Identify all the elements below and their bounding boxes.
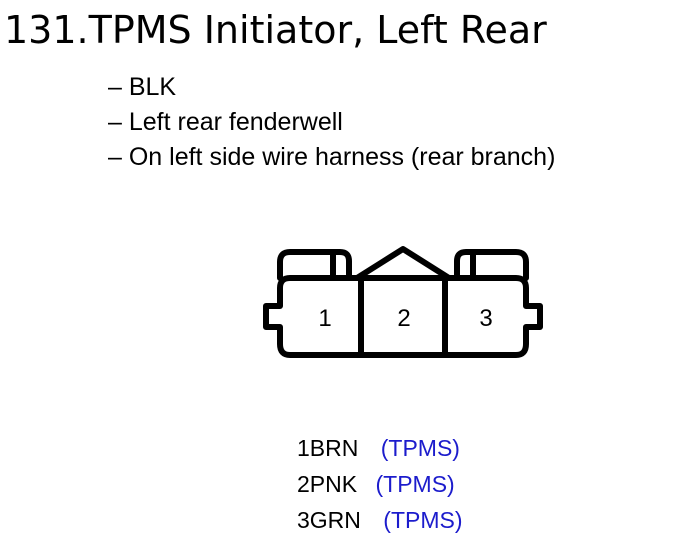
connector-housing-outline (263, 275, 543, 358)
terminal-1-label: 1 (318, 305, 331, 332)
connector-routing: – On left side wire harness (rear branch… (108, 143, 556, 171)
connector-details: – BLK – Left rear fenderwell – On left s… (108, 70, 555, 175)
terminal-2-label: 2 (397, 305, 410, 332)
connector-color: – BLK (108, 73, 177, 101)
right-latch-tab (454, 249, 529, 281)
connector-location: – Left rear fenderwell (108, 108, 343, 136)
left-latch-tab (277, 249, 352, 281)
terminal-3-label: 3 (479, 305, 492, 332)
center-key (354, 246, 452, 281)
diagram-title: 131.TPMS Initiator, Left Rear (4, 8, 547, 52)
